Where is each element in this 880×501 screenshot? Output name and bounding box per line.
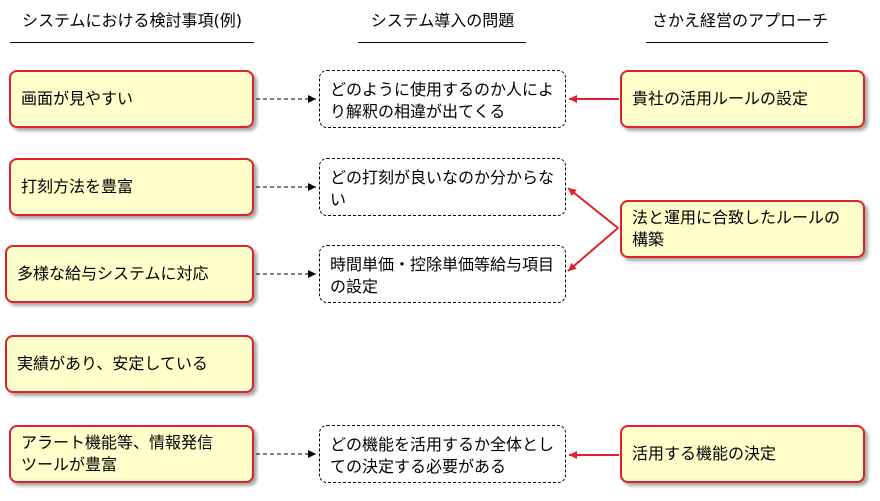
left-box-alert-tools: アラート機能等、情報発信ツールが豊富 bbox=[9, 425, 254, 483]
middle-box-stamping-choice: どの打刻が良いなのか分からない bbox=[319, 158, 566, 216]
right-box-label: 法と運用に合致したルールの構築 bbox=[632, 208, 841, 249]
left-box-label: 打刻方法を豊富 bbox=[21, 177, 134, 196]
left-box-label: アラート機能等、情報発信ツールが豊富 bbox=[21, 433, 214, 474]
arrow-right-2-to-middle-3 bbox=[567, 227, 619, 272]
left-box-label: 多様な給与システムに対応 bbox=[17, 264, 209, 283]
left-box-track-record: 実績があり、安定している bbox=[5, 335, 254, 393]
right-box-label: 貴社の活用ルールの設定 bbox=[632, 89, 809, 108]
middle-box-label: どの機能を活用するか全体としての決定する必要がある bbox=[330, 435, 555, 476]
header-middle: システム導入の問題 bbox=[370, 11, 515, 30]
header-middle-underline bbox=[358, 42, 526, 43]
right-box-label: 活用する機能の決定 bbox=[632, 444, 777, 463]
header-right: さかえ経営のアプローチ bbox=[651, 11, 828, 30]
middle-box-label: どのように使用するのか人により解釈の相違が出てくる bbox=[330, 80, 555, 121]
right-box-legal-rules: 法と運用に合致したルールの構築 bbox=[620, 200, 865, 258]
left-box-label: 実績があり、安定している bbox=[17, 354, 208, 373]
left-box-screen-visibility: 画面が見やすい bbox=[9, 70, 254, 128]
left-box-stamping-methods: 打刻方法を豊富 bbox=[9, 158, 254, 216]
arrow-right-2-to-middle-2 bbox=[567, 187, 619, 229]
left-box-label: 画面が見やすい bbox=[21, 89, 134, 108]
right-box-usage-rules: 貴社の活用ルールの設定 bbox=[620, 70, 865, 128]
right-box-feature-decision: 活用する機能の決定 bbox=[620, 425, 865, 483]
middle-box-label: 時間単価・控除単価等給与項目の設定 bbox=[330, 255, 555, 296]
middle-box-payroll-items: 時間単価・控除単価等給与項目の設定 bbox=[319, 245, 566, 303]
middle-box-label: どの打刻が良いなのか分からない bbox=[330, 168, 555, 209]
middle-box-feature-decision: どの機能を活用するか全体としての決定する必要がある bbox=[319, 425, 566, 483]
header-left: システムにおける検討事項(例) bbox=[21, 11, 242, 30]
header-left-underline bbox=[10, 42, 254, 43]
header-right-underline bbox=[646, 42, 828, 43]
left-box-payroll-support: 多様な給与システムに対応 bbox=[5, 245, 254, 303]
middle-box-interpretation: どのように使用するのか人により解釈の相違が出てくる bbox=[319, 70, 566, 128]
